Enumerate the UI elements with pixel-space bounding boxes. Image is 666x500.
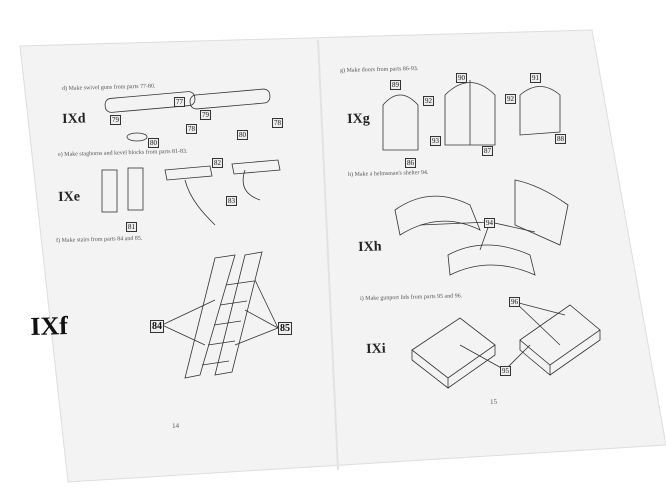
part-tag: 96 [509,297,520,307]
section-label-IXh: IXh [358,239,382,255]
section-label-IXg: IXg [347,111,370,127]
part-tag: 84 [150,320,164,333]
kevel-blocks-drawing [101,159,281,226]
part-tag: 79 [200,110,211,120]
gunport-lids-drawing [411,301,601,389]
part-tag: 81 [126,222,137,232]
part-tag: 87 [482,146,493,156]
part-tag: 80 [237,130,248,140]
part-tag: 89 [390,80,401,90]
part-tag: 83 [226,196,237,206]
part-tag: 92 [423,96,434,106]
part-tag: 80 [148,138,159,148]
part-tag: 82 [212,158,223,168]
part-tag: 79 [110,115,121,125]
part-tag: 93 [430,136,441,146]
page-number-left: 14 [172,421,180,430]
part-tag: 95 [500,366,511,376]
part-tag: 86 [405,158,416,168]
part-tag: 77 [174,97,185,107]
section-label-IXf: IXf [30,311,69,341]
section-label-IXd: IXd [62,111,86,127]
shelter-drawing [394,179,569,276]
part-tag: 94 [484,218,495,228]
section-label-IXi: IXi [366,341,386,357]
part-tag: 78 [186,124,197,134]
part-tag: 90 [456,73,467,83]
page-number-right: 15 [490,397,498,406]
doors-drawing [382,80,561,151]
part-tag: 91 [530,73,541,83]
part-tag: 88 [555,134,566,144]
swivel-gun-drawing [104,88,271,142]
part-tag: 85 [278,322,292,335]
part-tag: 92 [505,94,516,104]
section-label-IXe: IXe [58,189,81,205]
part-tag: 78 [272,118,283,128]
stairs-drawing [161,251,279,379]
